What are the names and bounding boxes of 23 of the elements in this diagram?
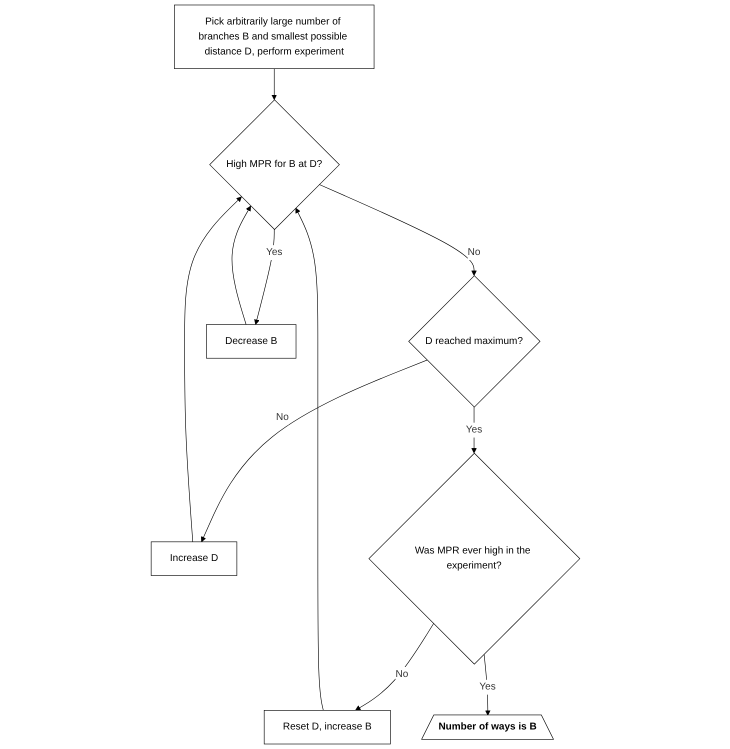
- arrow: [354, 623, 434, 711]
- arrow: [271, 68, 276, 100]
- arrow: [483, 654, 490, 716]
- node-box: Reset D, increase B: [263, 710, 390, 744]
- edge-label: No: [467, 246, 480, 258]
- arrow: [294, 208, 324, 711]
- edge-label: Yes: [266, 246, 282, 258]
- node-box: Pick arbitrarily large number of branches B and smallest possible distance D, perform experiment: [174, 4, 374, 69]
- node-diamond: D reached maximum?: [408, 275, 540, 408]
- node-diamond: Was MPR ever high in the experiment?: [368, 452, 580, 665]
- arrow: [470, 406, 476, 454]
- edge-label: No: [276, 412, 288, 423]
- arrow: [200, 360, 427, 542]
- edge-label: No: [394, 668, 408, 680]
- node-box: Decrease B: [206, 324, 296, 359]
- node-box: Increase D: [150, 542, 237, 576]
- edge-label: Yes: [478, 682, 496, 692]
- edge-label: Yes: [465, 424, 482, 436]
- arrow: [254, 229, 274, 325]
- arrow: [231, 206, 250, 325]
- node-diamond: High MPR for B at D?: [208, 99, 340, 230]
- arrow: [318, 184, 476, 276]
- arrow: [184, 196, 242, 542]
